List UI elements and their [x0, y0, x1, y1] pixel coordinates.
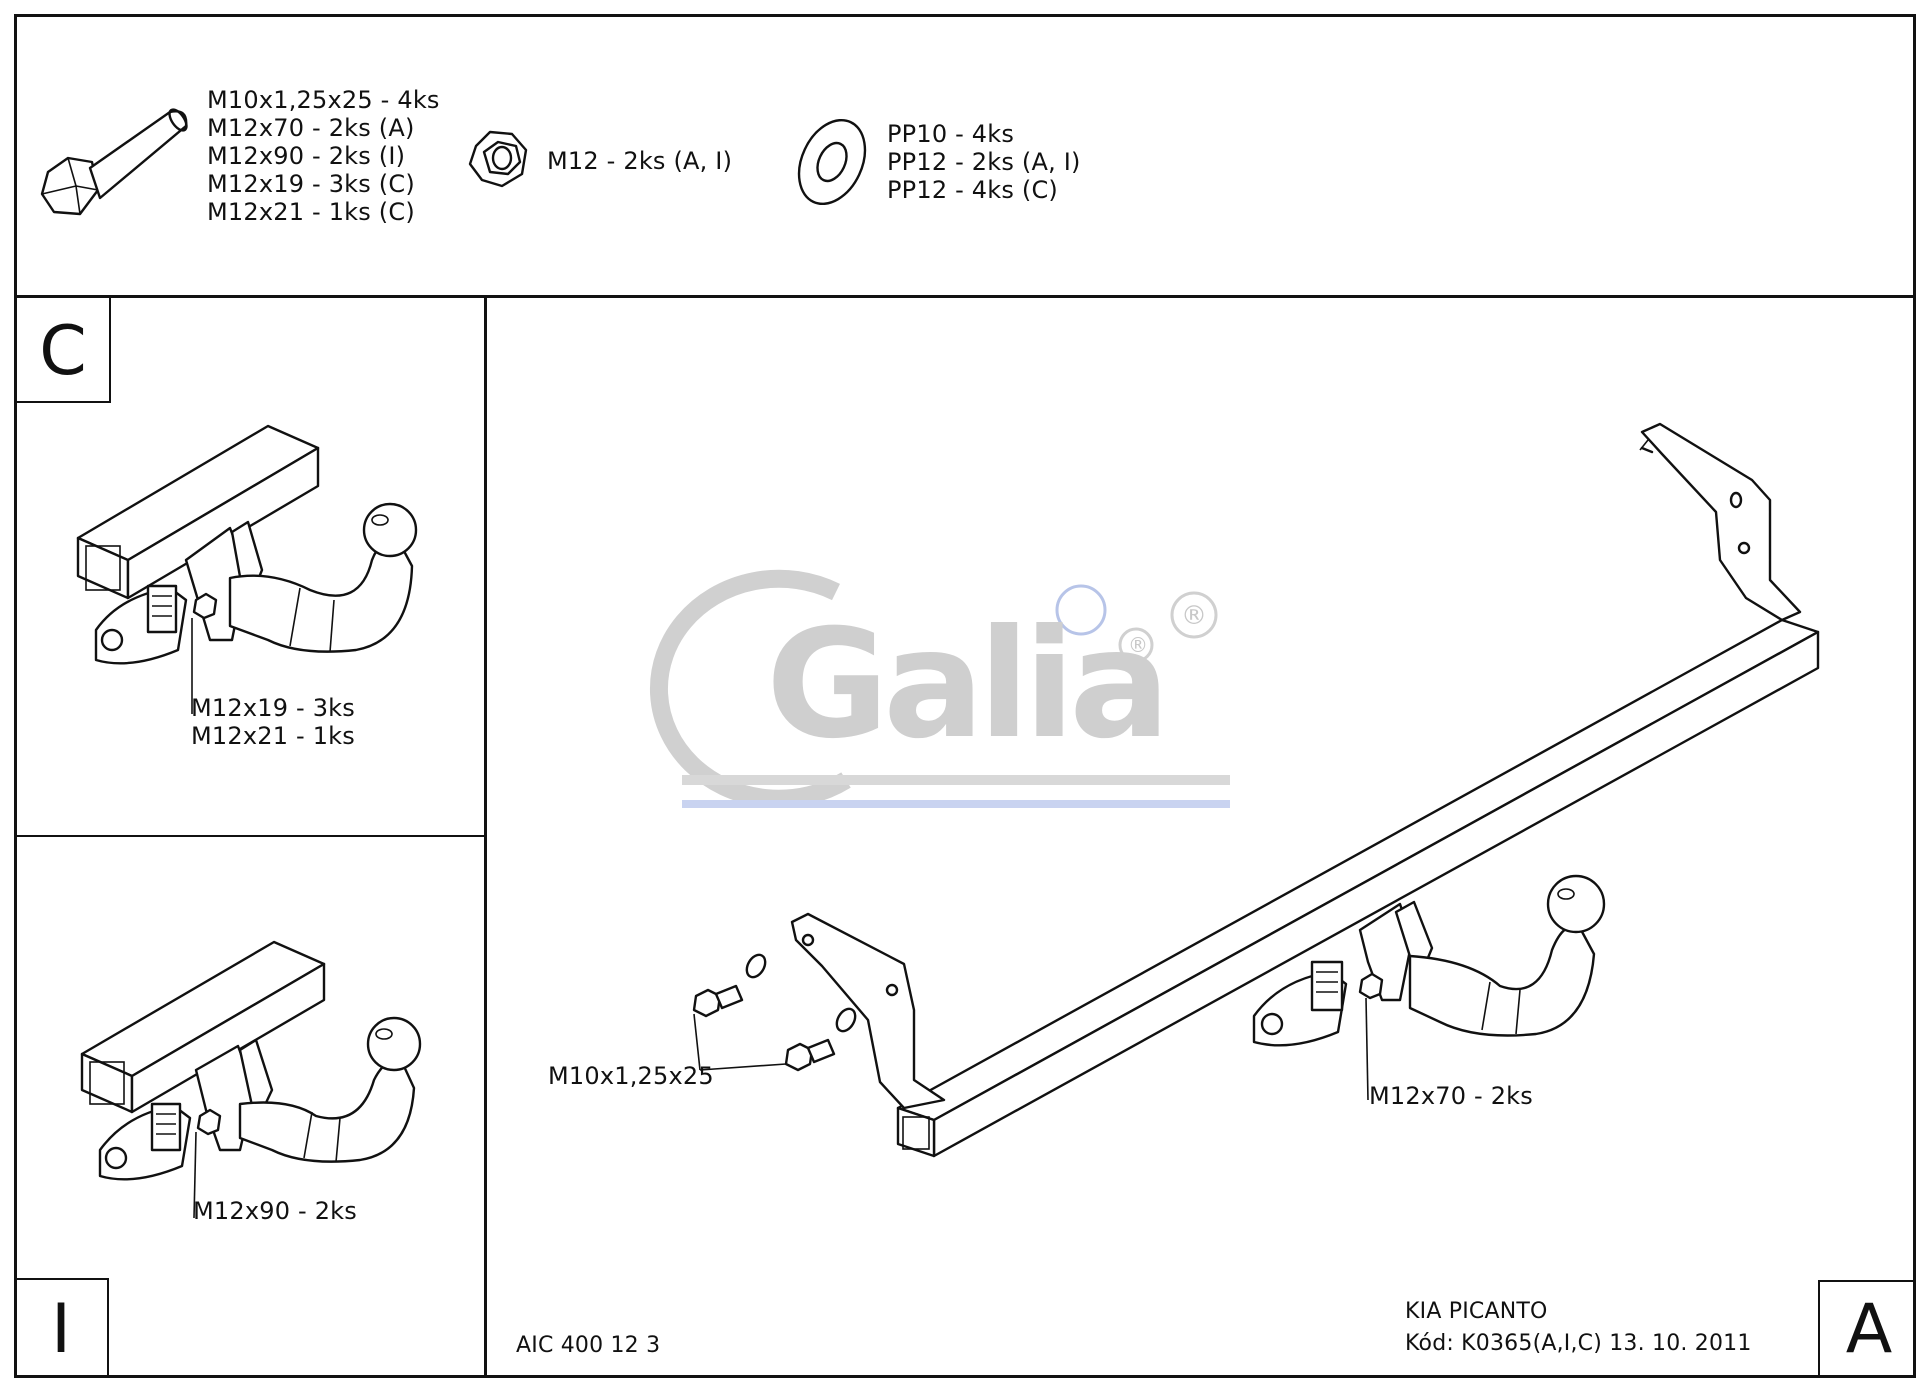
galia-watermark: ® ® Galia — [649, 569, 1236, 820]
svg-text:®: ® — [1181, 601, 1207, 631]
drawing-code: AIC 400 12 3 — [516, 1333, 661, 1358]
mount-bolt-lower — [784, 1007, 857, 1072]
variant-a-letter: A — [1845, 1290, 1893, 1369]
callout-c-2: M12x21 - 1ks — [191, 722, 355, 750]
nut-icon — [468, 130, 528, 188]
top-divider — [14, 295, 1916, 298]
callout-a-bolt: M10x1,25x25 — [548, 1062, 714, 1090]
bolt-spec-2: M12x70 - 2ks (A) — [207, 114, 415, 142]
washer-spec-2: PP12 - 2ks (A, I) — [887, 148, 1081, 176]
bolt-icon — [40, 108, 188, 216]
variant-i-assembly — [80, 940, 422, 1219]
bolt-spec-1: M10x1,25x25 - 4ks — [207, 86, 440, 114]
bolt-spec-3: M12x90 - 2ks (I) — [207, 142, 406, 170]
washer-icon — [797, 118, 867, 206]
vehicle-name: KIA PICANTO — [1405, 1299, 1548, 1324]
drawing-frame — [14, 14, 1916, 1378]
variant-i-box — [14, 1278, 109, 1378]
washer-spec-1: PP10 - 4ks — [887, 120, 1015, 148]
left-panel-divider — [14, 835, 487, 837]
callout-i: M12x90 - 2ks — [193, 1197, 357, 1225]
callout-a-mount: M12x70 - 2ks — [1369, 1082, 1533, 1110]
kod-line: Kód: K0365(A,I,C) 13. 10. 2011 — [1405, 1331, 1752, 1356]
variant-a-box — [1818, 1280, 1916, 1378]
variant-i-letter: I — [50, 1290, 72, 1369]
galia-logo-text: Galia — [766, 598, 1170, 772]
bolt-spec-4: M12x19 - 3ks (C) — [207, 170, 415, 198]
washer-spec-3: PP12 - 4ks (C) — [887, 176, 1058, 204]
variant-a-assembly — [692, 422, 1820, 1158]
nut-spec: M12 - 2ks (A, I) — [547, 147, 733, 175]
svg-text:®: ® — [1128, 633, 1148, 657]
variant-c-assembly — [76, 424, 418, 714]
mount-bolt-upper — [692, 953, 767, 1018]
variant-c-letter: C — [39, 312, 87, 391]
variant-c-box — [14, 297, 111, 403]
callout-c-1: M12x19 - 3ks — [191, 694, 355, 722]
bolt-spec-5: M12x21 - 1ks (C) — [207, 198, 415, 226]
